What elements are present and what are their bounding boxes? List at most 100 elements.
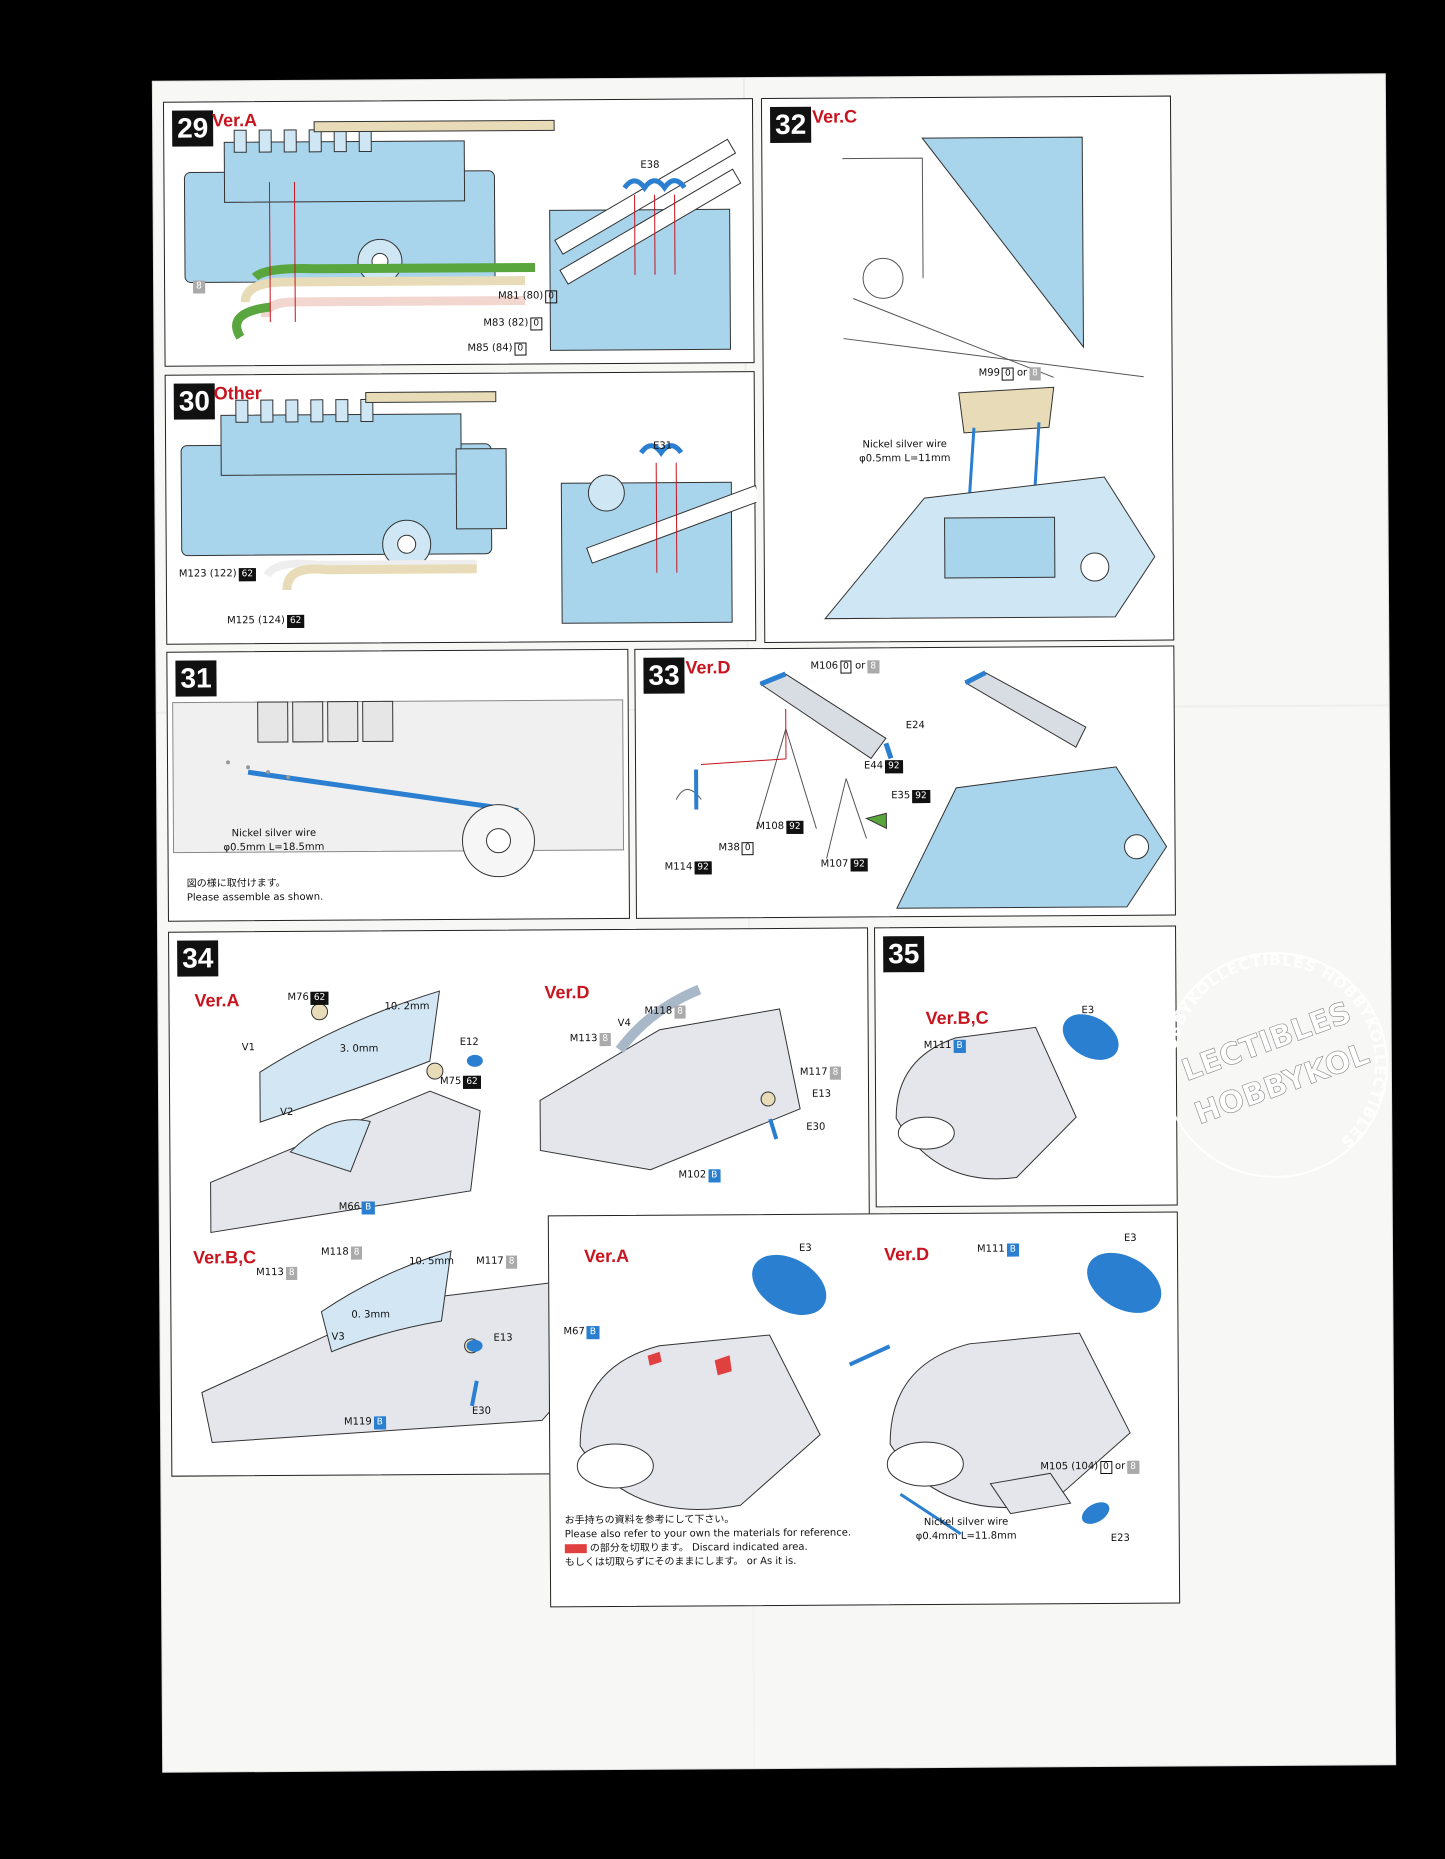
badge: 8 (829, 1066, 842, 1080)
assembly-note: 図の様に取付けます。Please assemble as shown. (187, 877, 324, 906)
cut-notes: お手持ちの資料を参考にして下さい。 Please also refer to y… (565, 1513, 852, 1571)
badge: 8 (599, 1032, 612, 1047)
badge-0: 0 (530, 317, 543, 331)
label-text: M118 (644, 1005, 673, 1017)
badge: 8 (350, 1246, 363, 1260)
cowl-illustrations (201, 984, 801, 1443)
label-text: M67 (563, 1326, 585, 1338)
badge: B (586, 1326, 600, 1340)
label-text: M76 (287, 991, 309, 1003)
badge: 62 (286, 614, 305, 628)
badge-0: 0 (1100, 1460, 1112, 1475)
part-label-e3-d: E3 (1123, 1232, 1137, 1244)
note-keep: もしくは切取らずにそのままにします。 or As it is. (565, 1555, 851, 1571)
part-label-e31: E31 (653, 440, 673, 452)
label-text: E44 (864, 760, 884, 772)
label-text: M111 (976, 1243, 1005, 1255)
badge: B (373, 1416, 386, 1430)
label-text: M66 (338, 1201, 361, 1213)
part-label-v3: V3 (331, 1331, 345, 1343)
part-label-e38: E38 (640, 159, 660, 171)
part-label-m85: M85 (84)0 (467, 342, 527, 356)
badge: 8 (1029, 367, 1041, 381)
label-or: or (1115, 1460, 1126, 1472)
label-or: or (1016, 367, 1028, 379)
part-label-e12: E12 (459, 1036, 479, 1048)
badge: 62 (310, 991, 329, 1005)
note-jp: 図の様に取付けます。 (186, 877, 286, 890)
badge: 92 (786, 820, 804, 834)
wire-line-2: φ0.5mm L=11mm (859, 452, 951, 465)
dimension-3-0: 3. 0mm (339, 1043, 379, 1055)
part-label-m83: M83 (82)0 (483, 317, 543, 331)
label-text: M125 (124) (227, 614, 285, 627)
label-text: M85 (84) (467, 342, 513, 354)
label-text: M117 (799, 1066, 828, 1078)
badge: B (1006, 1243, 1019, 1257)
instruction-sheet: 29 Ver.A E38 8 M81 (80)0 M83 (82)0 M85 (… (152, 74, 1396, 1772)
dimension-10-2: 10. 2mm (384, 1001, 430, 1013)
badge: 8 (285, 1266, 298, 1280)
label-text: M123 (122) (178, 568, 237, 580)
label-text: M118 (320, 1246, 349, 1258)
badge: 8 (674, 1005, 687, 1019)
note-en-3: or As it is. (746, 1555, 797, 1568)
badge: B (708, 1169, 721, 1183)
note-en-1: Please also refer to your own the materi… (564, 1527, 852, 1541)
badge-0: 0 (1001, 367, 1014, 381)
part-label-8: 8 (191, 280, 205, 294)
note-en-2: Discard indicated area. (691, 1541, 808, 1554)
part-label-e23: E23 (1110, 1532, 1130, 1544)
wire-line-1: Nickel silver wire (231, 827, 317, 840)
label-text: M75 (439, 1075, 462, 1088)
part-label-e3: E3 (1081, 1005, 1095, 1017)
badge: B (953, 1039, 966, 1053)
badge: 92 (912, 790, 930, 804)
nose-illustrations (576, 1252, 1162, 1536)
dimension-0-3: 0. 3mm (351, 1309, 390, 1321)
part-label-e3-a: E3 (798, 1242, 812, 1254)
part-label-e13: E13 (812, 1088, 832, 1100)
nose-illustration (895, 1014, 1119, 1180)
part-label-v4: V4 (617, 1017, 631, 1029)
label-text: M83 (82) (483, 317, 529, 329)
wire-line-2: φ0.5mm L=18.5mm (223, 841, 325, 854)
wire-line-2: φ0.4mm L=11.8mm (915, 1530, 1017, 1543)
label-text: M106 (810, 660, 839, 672)
label-or: or (855, 660, 866, 672)
part-label-e30: E30 (806, 1121, 826, 1133)
label-text: M99 (978, 367, 1001, 379)
label-text: M108 (756, 820, 785, 833)
badge: 8 (867, 660, 880, 674)
badge: 8 (505, 1255, 518, 1269)
note-jp-2: の部分を切取ります。 (589, 1542, 689, 1555)
watermark-logo: HOBBYKOLLECTIBLES HOBBYKOLLECTIBLES LECT… (1161, 951, 1388, 1178)
red-area-swatch (564, 1543, 587, 1553)
label-text: M111 (923, 1039, 952, 1052)
part-label-m125: M125 (124)62 (227, 614, 305, 628)
badge-0: 0 (545, 290, 558, 304)
